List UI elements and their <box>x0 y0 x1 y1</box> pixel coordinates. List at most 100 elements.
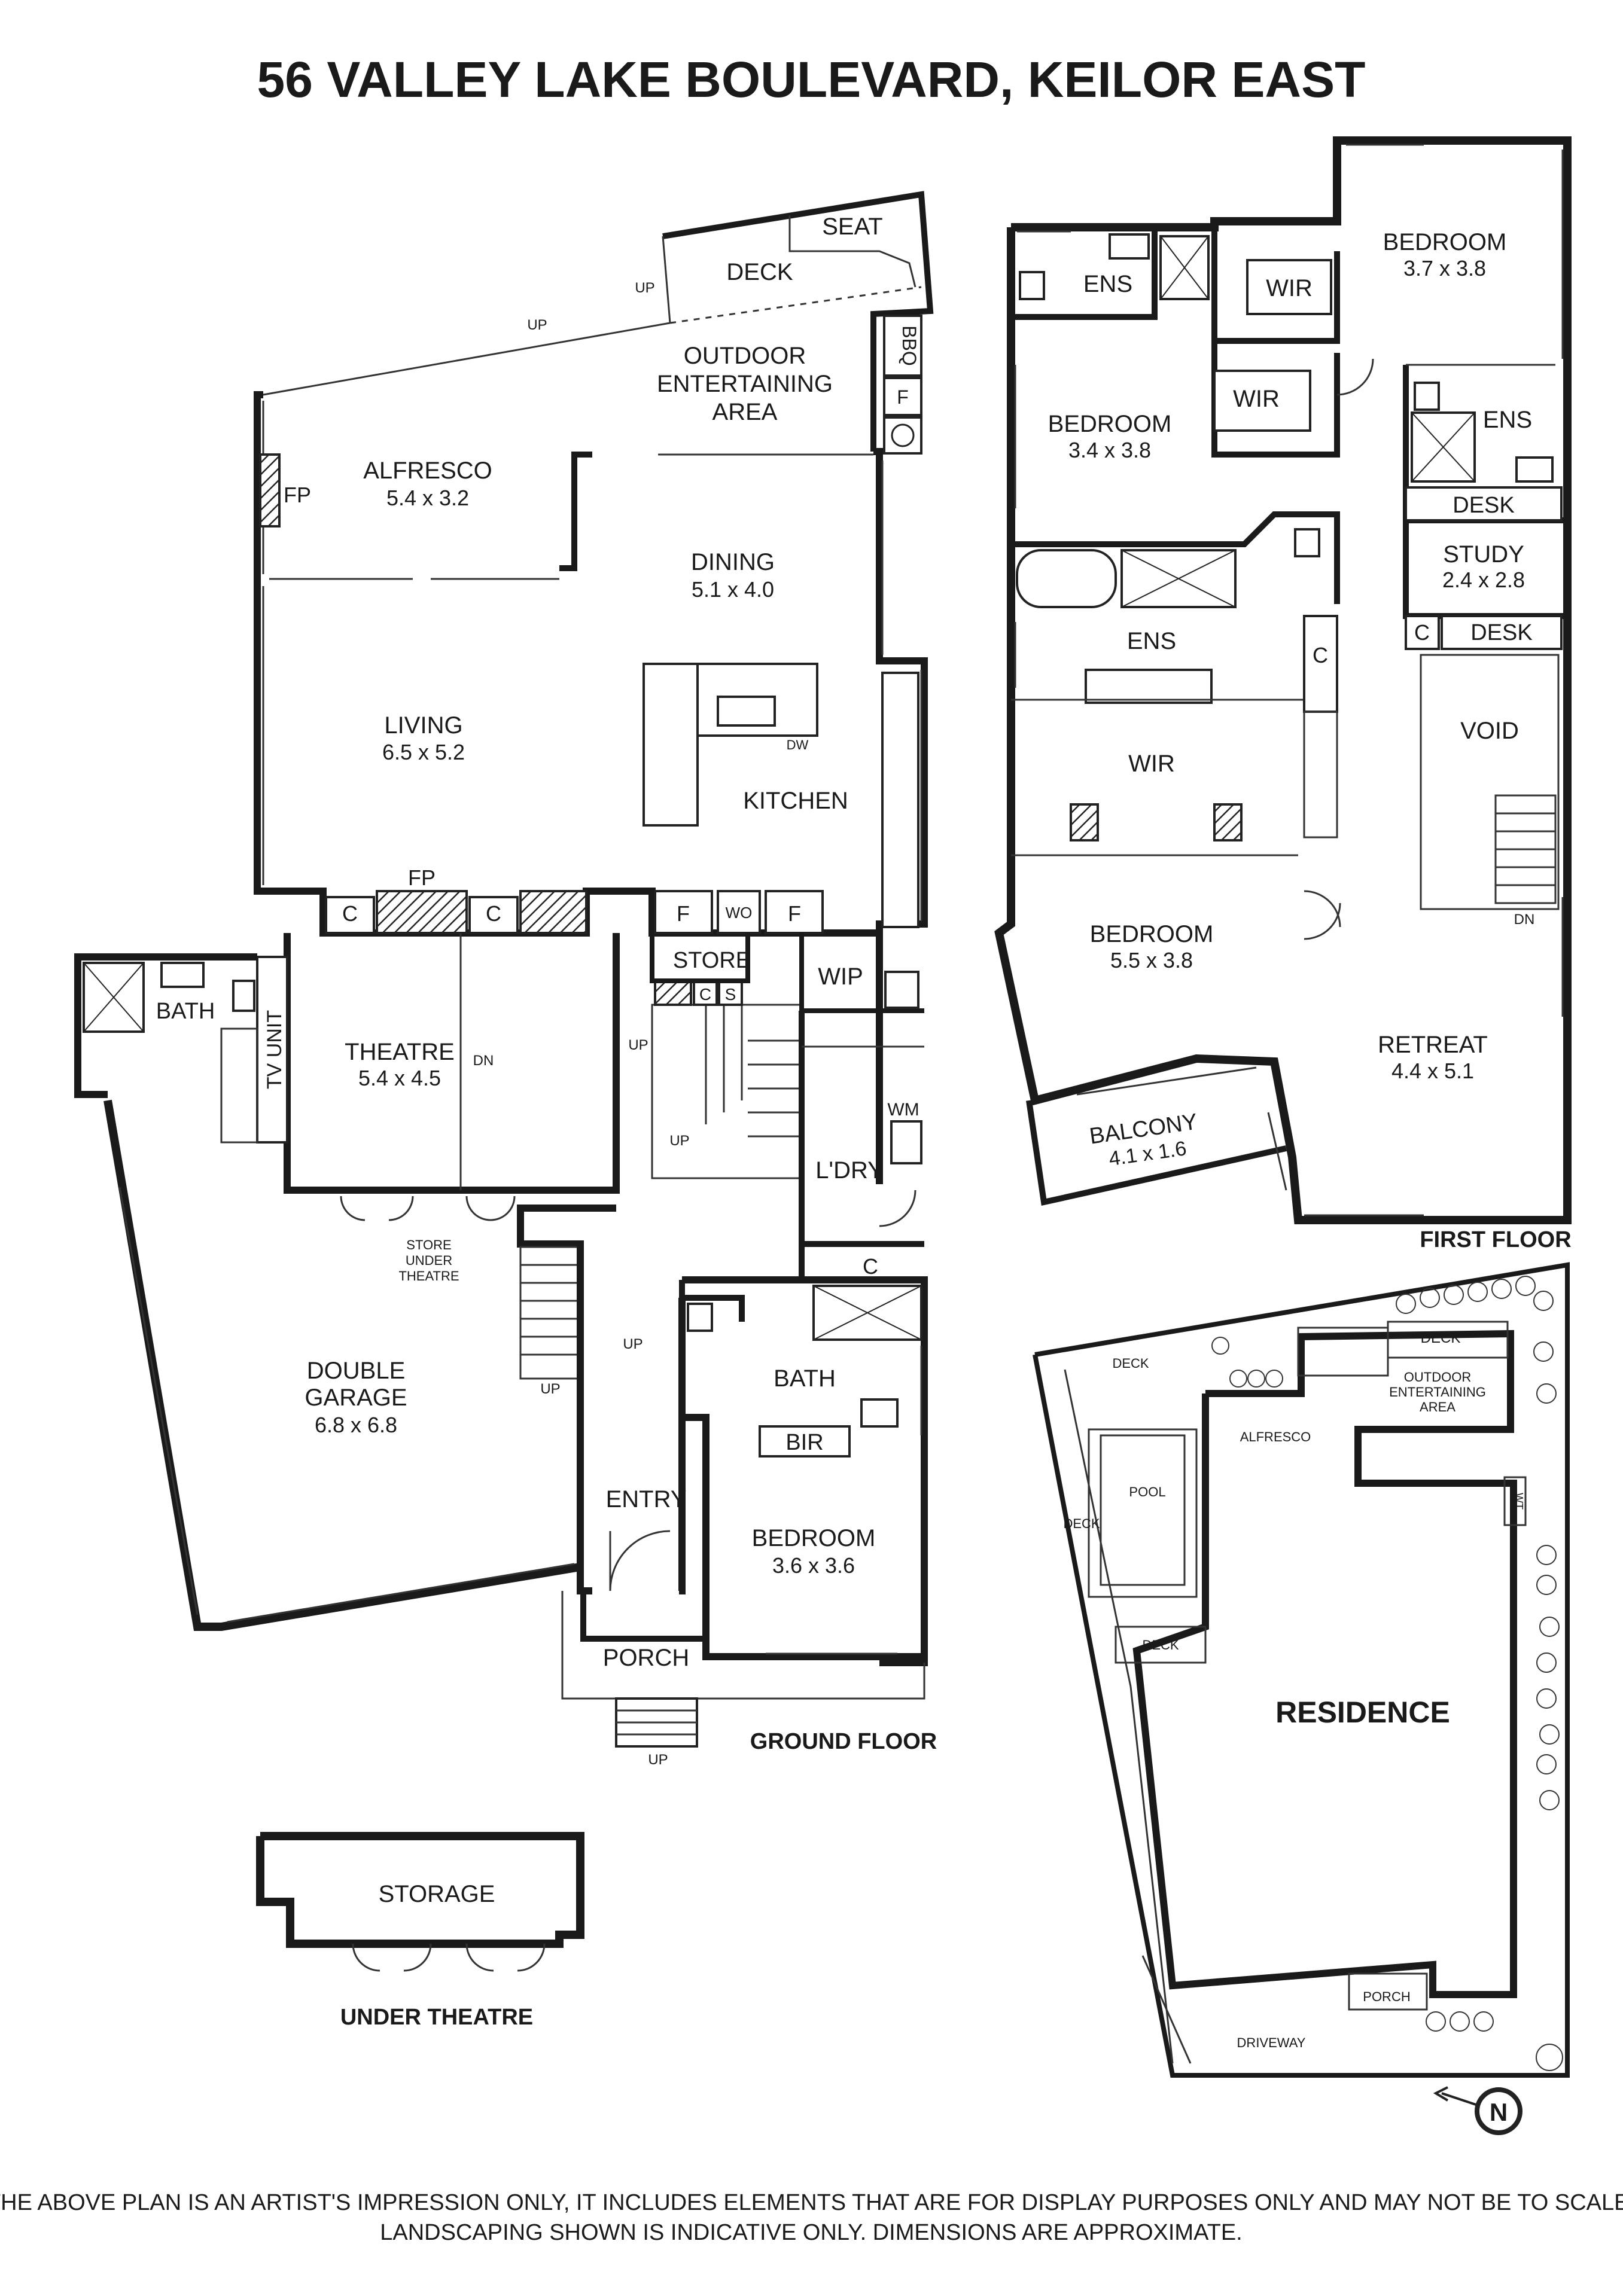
storage-door-1 <box>352 1943 380 1972</box>
laundry-door <box>879 1190 916 1227</box>
sink-outdoor <box>883 416 922 455</box>
label-storage: STORAGE <box>379 1881 495 1907</box>
label-c-study: C <box>1414 620 1430 645</box>
wir-pillar-2 <box>1213 803 1243 841</box>
bbq-unit <box>883 315 922 377</box>
label-up-porch: UP <box>648 1752 668 1768</box>
label-fp-theatre: FP <box>408 865 436 890</box>
toilet-bath-left <box>232 980 255 1012</box>
label-up-outdoor: UP <box>527 317 547 333</box>
seat <box>788 215 916 288</box>
label-dn-first: DN <box>1514 911 1535 928</box>
label-bedroom-2-dim: 3.4 x 3.8 <box>1068 438 1151 462</box>
north-arrow: N <box>1433 2086 1522 2135</box>
label-bedroom-3: BEDROOM <box>1090 921 1214 947</box>
wir-shelf <box>1303 711 1338 838</box>
vanity-ens2 <box>1515 456 1554 483</box>
pool-inner <box>1100 1434 1186 1586</box>
washing-machine <box>890 1120 922 1164</box>
wall-oven <box>717 890 761 934</box>
deck-site-small <box>1115 1626 1207 1664</box>
label-seat: SEAT <box>822 214 883 240</box>
label-alfresco-dim: 5.4 x 3.2 <box>386 486 469 510</box>
label-wir-3: WIR <box>1128 751 1175 777</box>
wir-top <box>1246 259 1332 315</box>
label-deck: DECK <box>726 259 793 285</box>
storage-door-3 <box>465 1943 494 1972</box>
cupboard-theatre-right <box>468 896 519 934</box>
label-dw: DW <box>787 737 809 752</box>
label-store-under-1: STORE <box>406 1237 451 1252</box>
porch-site <box>1348 1972 1428 2011</box>
kitchen-sink <box>717 696 776 727</box>
site-label-driveway: DRIVEWAY <box>1237 2035 1306 2050</box>
garage-right-wall <box>517 1205 616 1567</box>
site-driveway-edge <box>1141 1955 1192 2064</box>
site-label-outdoor-1: OUTDOOR <box>1404 1370 1471 1385</box>
label-bir: BIR <box>785 1430 823 1455</box>
first-outer-wall <box>994 136 1572 1224</box>
label-ens-3: ENS <box>1127 628 1176 654</box>
label-up-stairs-2: UP <box>669 1133 689 1149</box>
label-retreat: RETREAT <box>1378 1032 1488 1058</box>
wir-walls <box>1211 227 1340 344</box>
label-bedroom-1-dim: 3.7 x 3.8 <box>1403 256 1486 280</box>
site-label-alfresco: ALFRESCO <box>1240 1429 1311 1444</box>
entry-walls <box>577 1244 592 1594</box>
balcony-wall <box>1026 1100 1287 1206</box>
deck-outline <box>662 191 934 452</box>
label-kitchen: KITCHEN <box>743 788 848 814</box>
label-living-dim: 6.5 x 5.2 <box>382 740 465 764</box>
wir-c <box>1303 615 1338 713</box>
label-ens-2: ENS <box>1483 407 1532 433</box>
label-up-entry: UP <box>623 1336 642 1352</box>
fridge-kitchen-2 <box>765 890 824 934</box>
label-f-kitchen-2: F <box>788 901 801 926</box>
site-label-deck-small: DECK <box>1142 1638 1179 1652</box>
label-wir-2: WIR <box>1233 386 1280 412</box>
label-theatre: THEATRE <box>345 1039 455 1065</box>
label-store-under-2: UNDER <box>406 1253 452 1268</box>
cupboard-theatre-left <box>325 896 375 934</box>
label-garage-dim: 6.8 x 6.8 <box>315 1413 397 1437</box>
bed1-door <box>1336 358 1374 396</box>
porch-walls <box>580 1591 709 1657</box>
disclaimer-line-1: THE ABOVE PLAN IS AN ARTIST'S IMPRESSION… <box>0 2190 1623 2215</box>
label-study-dim: 2.4 x 2.8 <box>1442 568 1525 592</box>
site-label-outdoor-2: ENTERTAINING <box>1389 1385 1486 1399</box>
wir-pillar-1 <box>1070 803 1099 841</box>
toilet-bath <box>687 1303 713 1332</box>
label-ldry: L'DRY <box>815 1157 884 1184</box>
label-wip: WIP <box>818 963 863 990</box>
label-f-kitchen-1: F <box>677 901 690 926</box>
label-outdoor-2: ENTERTAINING <box>657 371 833 397</box>
ens1-walls <box>1011 227 1158 320</box>
fridge-outdoor <box>883 377 922 416</box>
store-door-4 <box>490 1196 516 1221</box>
label-up-stairs-1: UP <box>628 1037 648 1053</box>
label-garage-2: GARAGE <box>304 1385 407 1411</box>
outdoor-top-boundary <box>263 322 671 396</box>
bath-tub <box>1016 549 1117 608</box>
study-desk <box>1441 615 1563 650</box>
label-bedroom-ground-dim: 3.6 x 3.6 <box>772 1553 855 1578</box>
toilet-ens1 <box>1019 271 1045 300</box>
bir-cupboard <box>759 1425 851 1458</box>
label-outdoor-1: OUTDOOR <box>684 343 806 369</box>
kitchen-bench <box>881 672 919 928</box>
pool <box>1088 1428 1198 1598</box>
vanity-ens3 <box>1085 669 1213 704</box>
storage-plan: STORAGE UNDER THEATRE <box>256 1832 584 2030</box>
site-boundary <box>1033 1262 1570 2078</box>
store-hatch <box>654 980 692 1006</box>
entry-door <box>609 1530 671 1591</box>
label-bedroom-1: BEDROOM <box>1383 229 1507 255</box>
storage-door-4 <box>517 1943 546 1972</box>
label-bedroom-ground: BEDROOM <box>752 1525 876 1551</box>
label-store: STORE <box>673 948 751 973</box>
label-wir-1: WIR <box>1266 275 1313 301</box>
label-up-deck: UP <box>635 280 654 296</box>
label-store-c: C <box>699 985 711 1004</box>
label-c-2: C <box>486 901 501 926</box>
